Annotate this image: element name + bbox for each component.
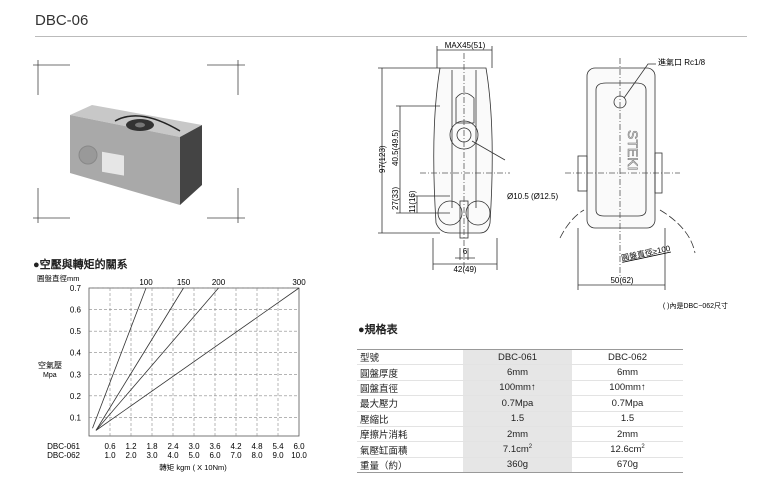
dbc-062-value: 12.6cm2 — [572, 441, 683, 458]
dbc-061-value: 360g — [463, 457, 572, 474]
page-title: DBC-06 — [35, 12, 89, 29]
x-tick-label: 1.2 — [125, 442, 137, 451]
dim-bore: Ø10.5 (Ø12.5) — [507, 192, 558, 201]
spec-section-title: ●規格表 — [358, 324, 398, 336]
x-tick-label: 7.0 — [230, 451, 242, 460]
dbc-062-value: 6mm — [572, 364, 683, 381]
row-label: 氣壓缸面積 — [357, 441, 463, 458]
product-photo-brake-caliper — [70, 105, 202, 205]
crop-marks — [33, 60, 245, 223]
chart-section-title: ●空壓與轉矩的關系 — [33, 259, 128, 271]
dbc062-note: ( )內是DBC−062尺寸 — [663, 301, 728, 310]
x-row-name: DBC-062 — [47, 451, 80, 460]
torque-pressure-chart: 圓盤直徑mm 空氣壓 Mpa 轉矩 kgm ( X 10Nm) 0.1 0.2 0.… — [37, 273, 307, 472]
y-tick-label: 0.7 — [70, 284, 82, 293]
dim-lower-height: 27(33) — [391, 187, 400, 210]
row-label: 圓盤厚度 — [357, 364, 463, 381]
x-tick-label: 9.0 — [272, 451, 284, 460]
y-tick-label: 0.5 — [70, 327, 82, 336]
dim-small-height: 11(16) — [408, 190, 417, 213]
series-line-100 — [92, 287, 147, 429]
y-axis-unit: Mpa — [43, 372, 57, 379]
series-label-100: 100 — [139, 278, 153, 287]
brand-logo: STEKI — [625, 130, 641, 170]
x-tick-label: 5.4 — [272, 442, 284, 451]
x-tick-label: 8.0 — [251, 451, 263, 460]
row-label: 摩擦片消耗 — [357, 426, 463, 443]
row-label: 型號 — [357, 348, 463, 366]
x-axis-label: 轉矩 kgm ( X 10Nm) — [159, 462, 227, 472]
dim-upper-height: 40.5(49.5) — [391, 129, 400, 166]
disc-diameter-note: 圓盤直徑≥100 — [620, 243, 671, 263]
row-label: 重量（約） — [357, 457, 463, 474]
dbc-061-value: DBC-061 — [463, 348, 572, 366]
series-header: 圓盤直徑mm — [37, 273, 80, 283]
x-tick-label: 6.0 — [209, 451, 221, 460]
x-tick-label: 4.8 — [251, 442, 263, 451]
x-tick-label: 1.8 — [146, 442, 158, 451]
product-photo — [33, 60, 245, 223]
x-row-name: DBC-061 — [47, 442, 80, 451]
dim-gap: 6 — [463, 247, 468, 256]
series-line-150 — [95, 287, 184, 431]
x-tick-label: 3.6 — [209, 442, 221, 451]
x-tick-label: 2.0 — [125, 451, 137, 460]
row-label: 圓盤直徑 — [357, 380, 463, 397]
superscript: 2 — [528, 443, 533, 450]
y-tick-label: 0.3 — [70, 370, 82, 379]
x-tick-label: 3.0 — [188, 442, 200, 451]
x-tick-label: 10.0 — [291, 451, 307, 460]
air-inlet-label: 進氣口 Rc1/8 — [658, 57, 706, 67]
series-label-150: 150 — [177, 278, 191, 287]
x-tick-label: 0.6 — [104, 442, 116, 451]
dbc-062-value: 100mm↑ — [572, 380, 683, 397]
technical-drawing: MAX45(51) 97(123) 40.5(49.5) 27(33) 11(1… — [378, 41, 728, 310]
x-tick-label: 6.0 — [293, 442, 305, 451]
x-tick-label: 5.0 — [188, 451, 200, 460]
dim-max-width: MAX45(51) — [445, 41, 486, 50]
dbc-062-value: 0.7Mpa — [572, 395, 683, 412]
dim-front-width: 50(62) — [610, 276, 633, 285]
superscript: 2 — [641, 443, 645, 450]
y-tick-label: 0.6 — [70, 306, 82, 315]
dbc-061-value: 2mm — [463, 426, 572, 443]
dbc-061-value: 6mm — [463, 364, 572, 381]
y-axis-label: 空氣壓 — [38, 360, 62, 370]
dbc-061-value: 0.7Mpa — [463, 395, 572, 412]
y-tick-label: 0.4 — [70, 349, 82, 358]
dim-side-width: 42(49) — [453, 265, 476, 274]
y-tick-label: 0.2 — [70, 392, 82, 401]
x-tick-label: 4.2 — [230, 442, 242, 451]
dbc-062-value: DBC-062 — [572, 348, 683, 366]
title-divider — [35, 36, 747, 37]
series-line-300 — [95, 287, 300, 431]
dbc-061-value: 100mm↑ — [463, 380, 572, 397]
dbc-061-value: 1.5 — [463, 411, 572, 427]
x-tick-label: 3.0 — [146, 451, 158, 460]
series-label-300: 300 — [292, 278, 306, 287]
dbc-062-value: 670g — [572, 457, 683, 474]
row-label: 最大壓力 — [357, 395, 463, 412]
series-label-200: 200 — [212, 278, 226, 287]
dbc-062-value: 2mm — [572, 426, 683, 443]
y-tick-label: 0.1 — [70, 413, 82, 422]
row-label: 壓縮比 — [357, 411, 463, 427]
dim-total-height: 97(123) — [378, 145, 387, 173]
series-line-200 — [95, 287, 219, 431]
dbc-062-value: 1.5 — [572, 411, 683, 427]
dbc-061-value: 7.1cm2 — [463, 441, 572, 458]
x-tick-label: 4.0 — [167, 451, 179, 460]
x-tick-label: 2.4 — [167, 442, 179, 451]
x-tick-label: 1.0 — [104, 451, 116, 460]
